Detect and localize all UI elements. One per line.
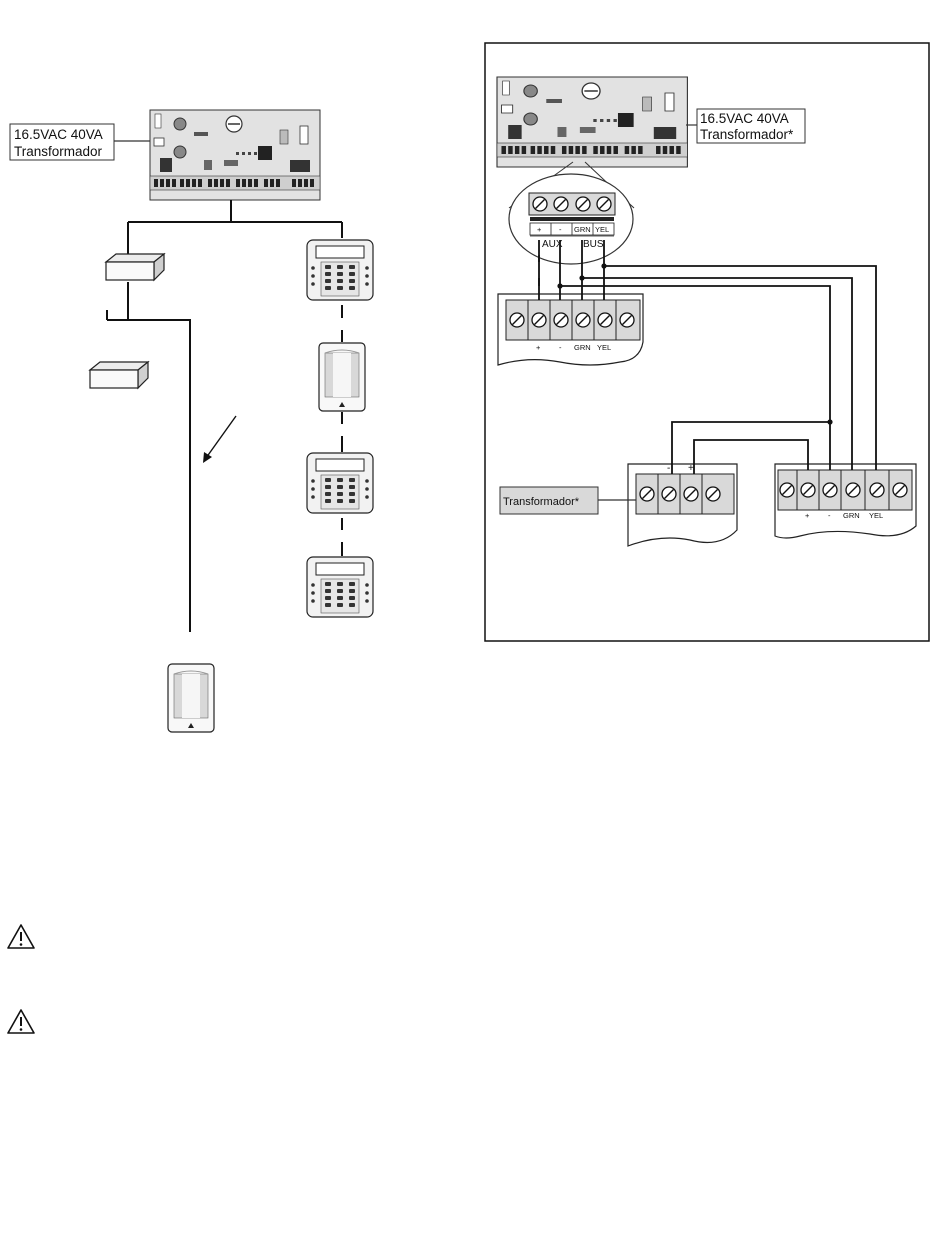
module-c-grn: GRN bbox=[843, 511, 860, 520]
right-transformer-label-line2: Transformador* bbox=[700, 127, 794, 142]
keypad-2 bbox=[307, 453, 373, 513]
right-transformer-callout: 16.5VAC 40VA Transformador* bbox=[686, 109, 805, 143]
left-transformer-label-line2: Transformador bbox=[14, 144, 103, 159]
warning-triangle-icon bbox=[8, 1010, 34, 1033]
motion-detector-1 bbox=[319, 343, 365, 411]
module-right: + - GRN YEL bbox=[775, 464, 916, 538]
module-b-minus: - bbox=[667, 463, 670, 474]
tb-bus: BUS bbox=[583, 239, 604, 250]
left-transformer-label-line1: 16.5VAC 40VA bbox=[14, 127, 103, 142]
tb-grn: GRN bbox=[574, 225, 591, 234]
aux-transformer-label: Transformador* bbox=[503, 496, 580, 508]
left-transformer-callout: 16.5VAC 40VA Transformador bbox=[10, 124, 150, 160]
module-a-plus: + bbox=[536, 343, 541, 352]
module-power-supply: - + bbox=[628, 463, 737, 546]
pointer-arrow bbox=[203, 416, 236, 463]
module-a-grn: GRN bbox=[574, 343, 591, 352]
alarm-control-panel bbox=[150, 110, 320, 200]
tb-yel: YEL bbox=[595, 225, 609, 234]
module-upper-left: + - GRN YEL bbox=[498, 294, 643, 365]
warning-triangle-icon bbox=[8, 925, 34, 948]
expansion-module-box-2 bbox=[90, 362, 148, 388]
right-transformer-label-line1: 16.5VAC 40VA bbox=[700, 111, 789, 126]
right-figure: 16.5VAC 40VA Transformador* + - GRN YEL … bbox=[485, 43, 929, 641]
left-figure: 16.5VAC 40VA Transformador bbox=[10, 110, 373, 732]
module-c-yel: YEL bbox=[869, 511, 883, 520]
alarm-control-panel-right bbox=[497, 77, 687, 167]
expansion-module-box bbox=[106, 254, 164, 280]
keypad-1 bbox=[307, 240, 373, 300]
motion-detector-2 bbox=[168, 664, 214, 732]
module-c-plus: + bbox=[805, 511, 810, 520]
tb-plus: + bbox=[537, 225, 542, 234]
keypad-3 bbox=[307, 557, 373, 617]
module-a-yel: YEL bbox=[597, 343, 611, 352]
